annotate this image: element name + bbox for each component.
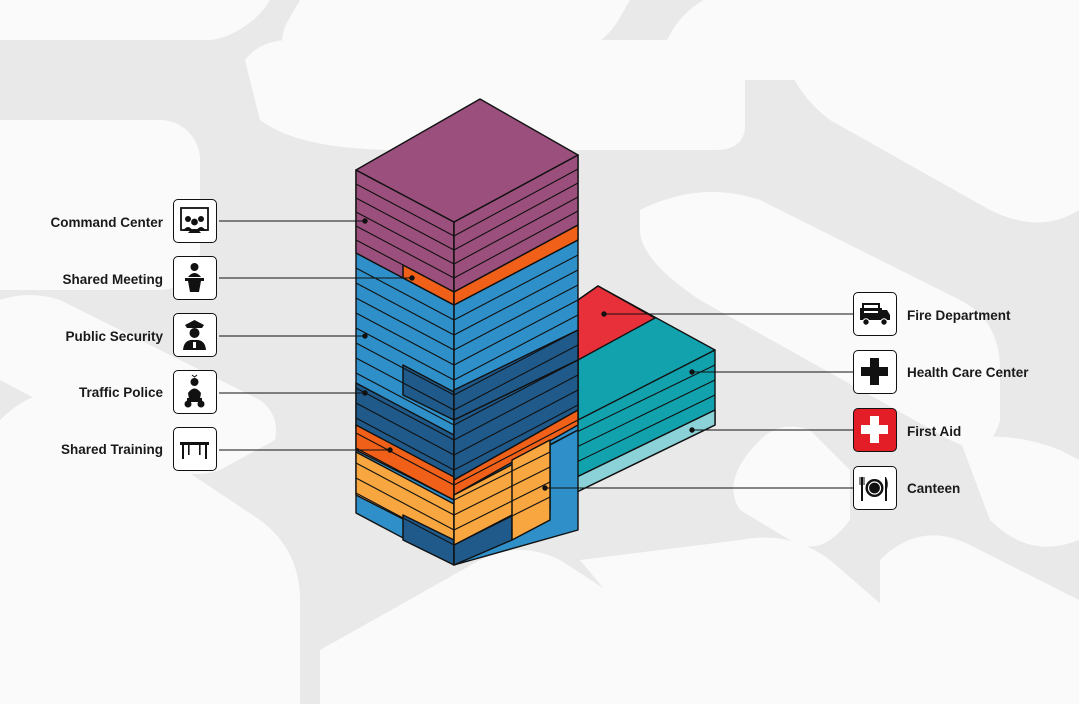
building	[355, 98, 716, 566]
label-command-center: Command Center	[50, 215, 163, 230]
leader-lines	[219, 218, 853, 491]
label-canteen: Canteen	[907, 481, 961, 496]
label-health-care-center: Health Care Center	[907, 365, 1029, 380]
speaker-podium-icon	[173, 256, 217, 300]
tower-top-face	[355, 98, 579, 223]
tower-left-face	[355, 169, 455, 566]
medical-cross-icon	[853, 350, 897, 394]
label-shared-meeting: Shared Meeting	[62, 272, 163, 287]
audience-screen-icon	[173, 199, 217, 243]
label-fire-department: Fire Department	[907, 308, 1011, 323]
label-public-security: Public Security	[65, 329, 163, 344]
training-table-icon	[173, 427, 217, 471]
police-officer-icon	[173, 313, 217, 357]
label-shared-training: Shared Training	[60, 442, 163, 457]
plate-cutlery-icon	[853, 466, 897, 510]
fire-truck-icon	[853, 292, 897, 336]
motorcycle-police-icon	[173, 370, 217, 414]
tower-floor-lines	[355, 168, 579, 565]
label-first-aid: First Aid	[907, 424, 962, 439]
label-traffic-police: Traffic Police	[78, 385, 163, 400]
first-aid-cross-icon	[853, 408, 897, 452]
